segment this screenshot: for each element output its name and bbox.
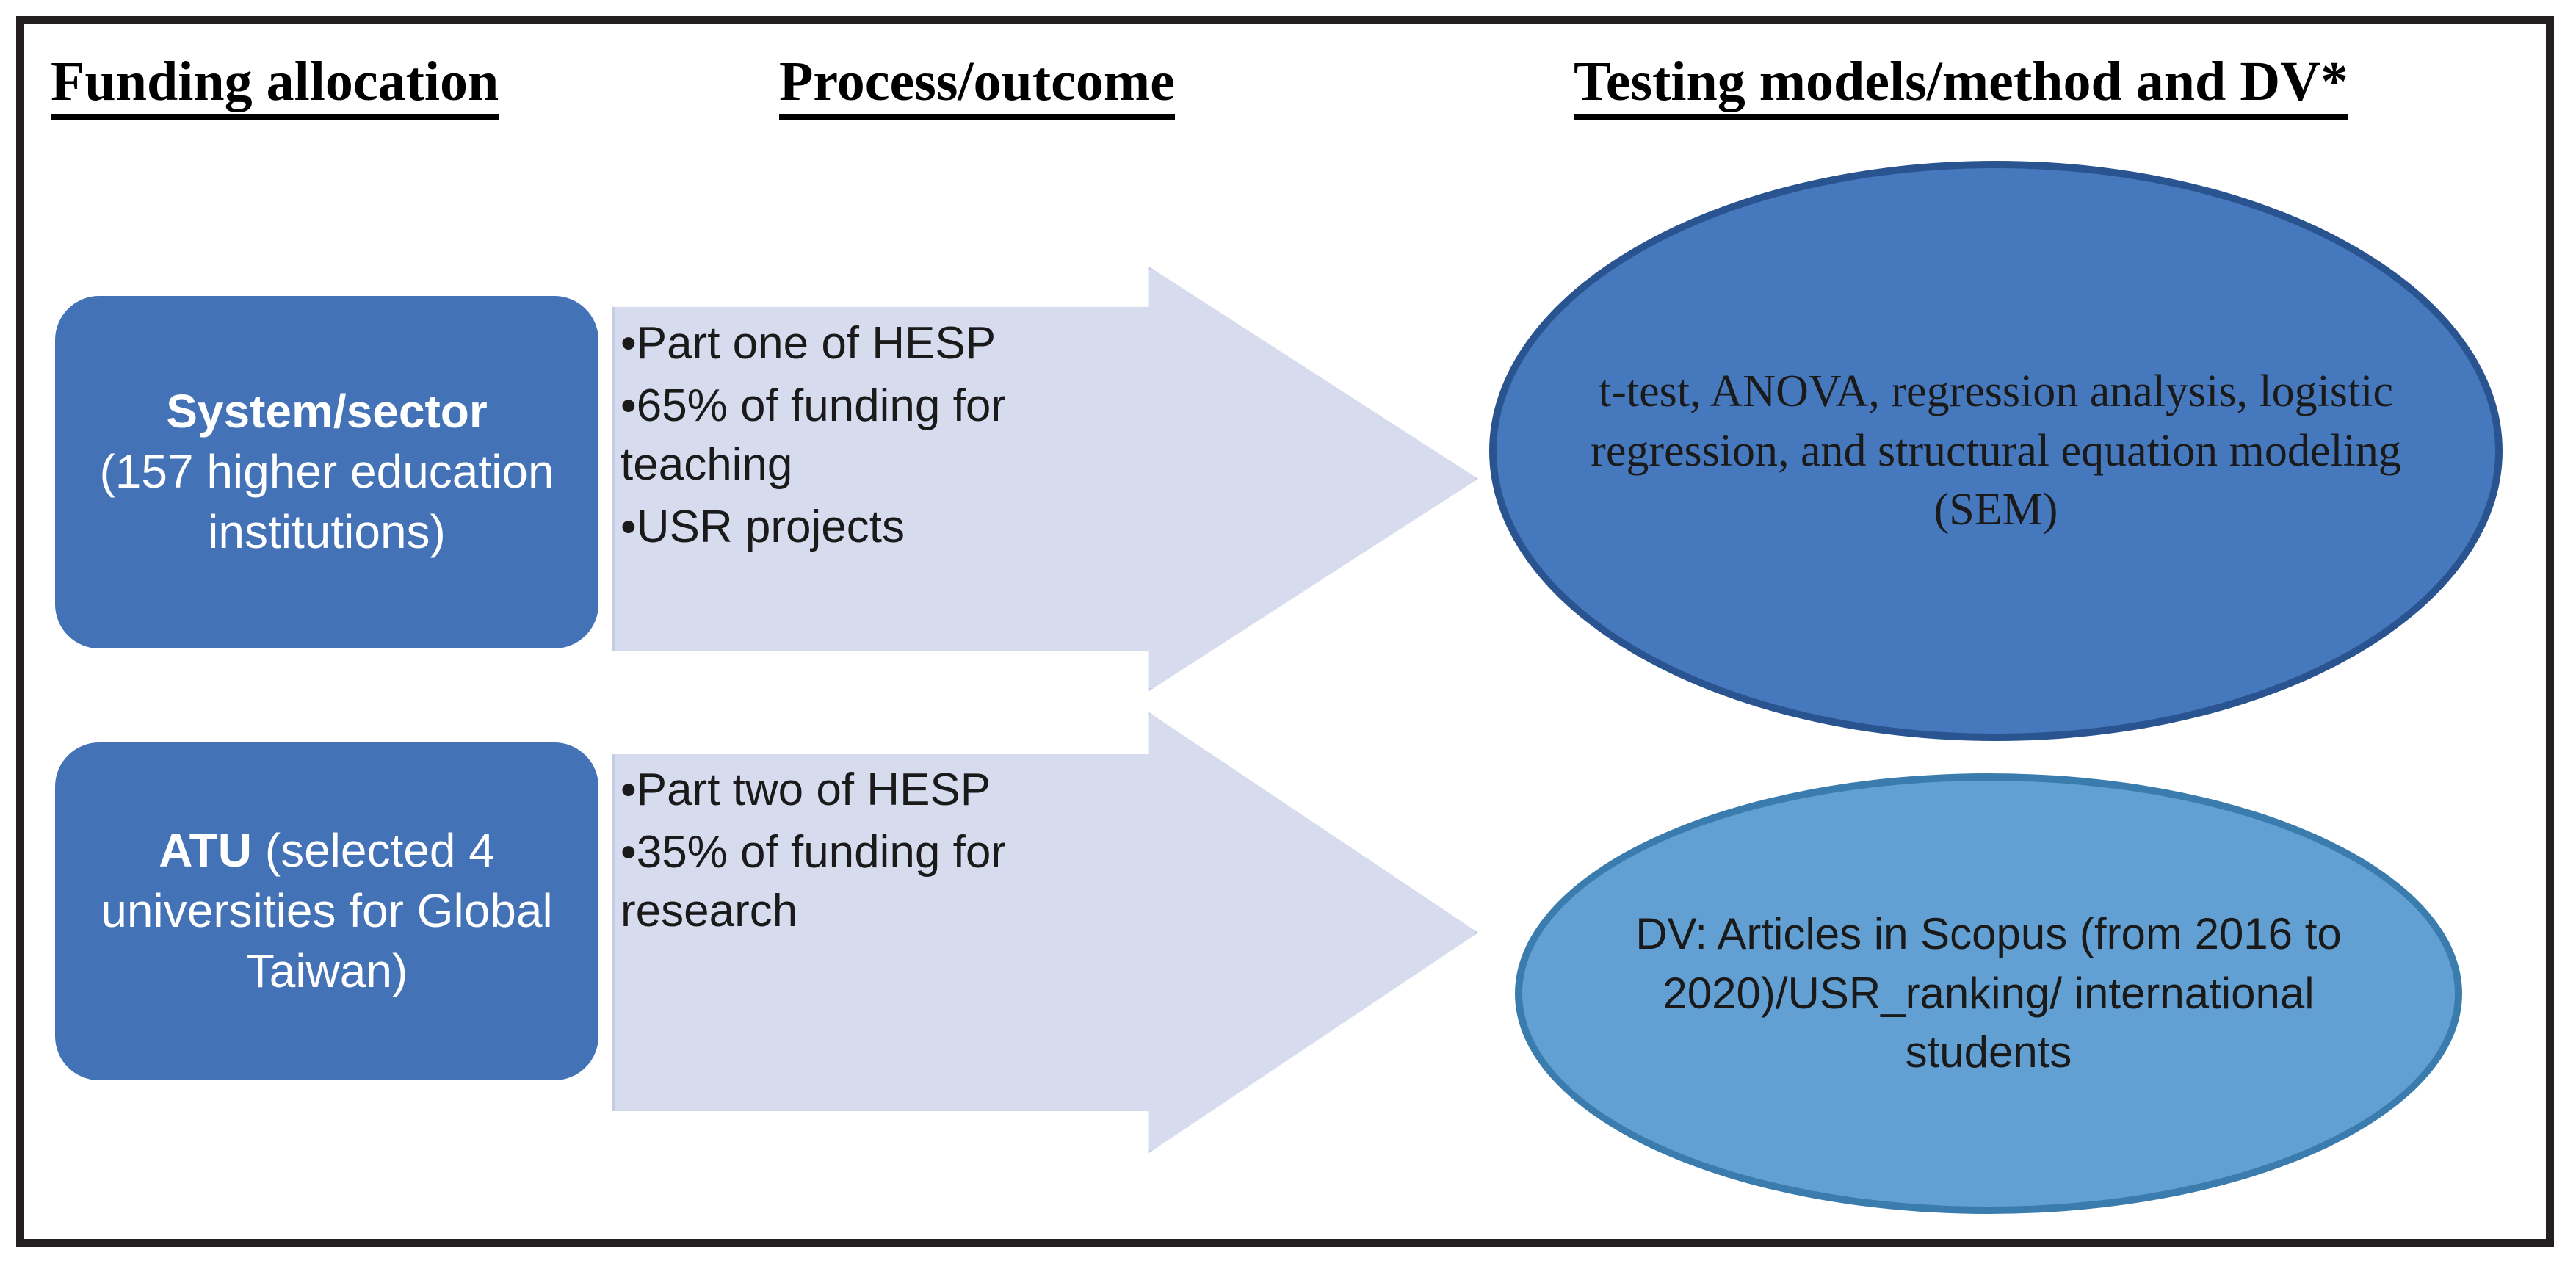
funding-box-system-sector-detail: (157 higher education institutions) — [99, 445, 554, 558]
list-item: •35% of funding for research — [621, 823, 1090, 941]
process-bullets-bottom: •Part two of HESP •35% of funding for re… — [621, 761, 1090, 944]
list-item: •USR projects — [621, 498, 1090, 557]
column-heading-process-outcome: Process/outcome — [779, 54, 1175, 120]
list-item-label: 35% of funding for research — [621, 826, 1006, 937]
outcome-ellipse-dependent-variables-label: DV: Articles in Scopus (from 2016 to 202… — [1635, 909, 2342, 1077]
list-item-label: USR projects — [636, 501, 905, 552]
figure-frame: Funding allocation Process/outcome Testi… — [16, 16, 2554, 1247]
bullet-dot-icon: • — [621, 826, 637, 878]
list-item: •Part one of HESP — [621, 314, 1090, 374]
list-item-label: 65% of funding for teaching — [621, 380, 1006, 491]
bullet-dot-icon: • — [621, 501, 637, 552]
bullet-dot-icon: • — [621, 764, 637, 815]
funding-box-atu-detail: (selected 4 universities for Global Taiw… — [101, 824, 553, 997]
column-heading-funding-allocation: Funding allocation — [51, 54, 499, 120]
process-bullets-top: •Part one of HESP •65% of funding for te… — [621, 314, 1090, 560]
outcome-ellipse-testing-methods: t-test, ANOVA, regression analysis, logi… — [1489, 161, 2503, 741]
list-item-label: Part one of HESP — [636, 318, 996, 369]
funding-box-system-sector-label: System/sector — [166, 385, 488, 438]
funding-box-system-sector: System/sector (157 higher education inst… — [55, 296, 598, 648]
bullet-dot-icon: • — [621, 380, 637, 431]
bullet-dot-icon: • — [621, 318, 637, 369]
funding-box-atu-label: ATU — [159, 824, 252, 878]
list-item: •Part two of HESP — [621, 761, 1090, 820]
outcome-ellipse-dependent-variables: DV: Articles in Scopus (from 2016 to 202… — [1515, 773, 2462, 1214]
column-heading-testing-models-method-dv: Testing models/method and DV* — [1574, 54, 2349, 120]
funding-box-atu: ATU (selected 4 universities for Global … — [55, 742, 598, 1080]
list-item: •65% of funding for teaching — [621, 377, 1090, 495]
outcome-ellipse-testing-methods-label: t-test, ANOVA, regression analysis, logi… — [1591, 366, 2401, 535]
list-item-label: Part two of HESP — [636, 764, 991, 815]
